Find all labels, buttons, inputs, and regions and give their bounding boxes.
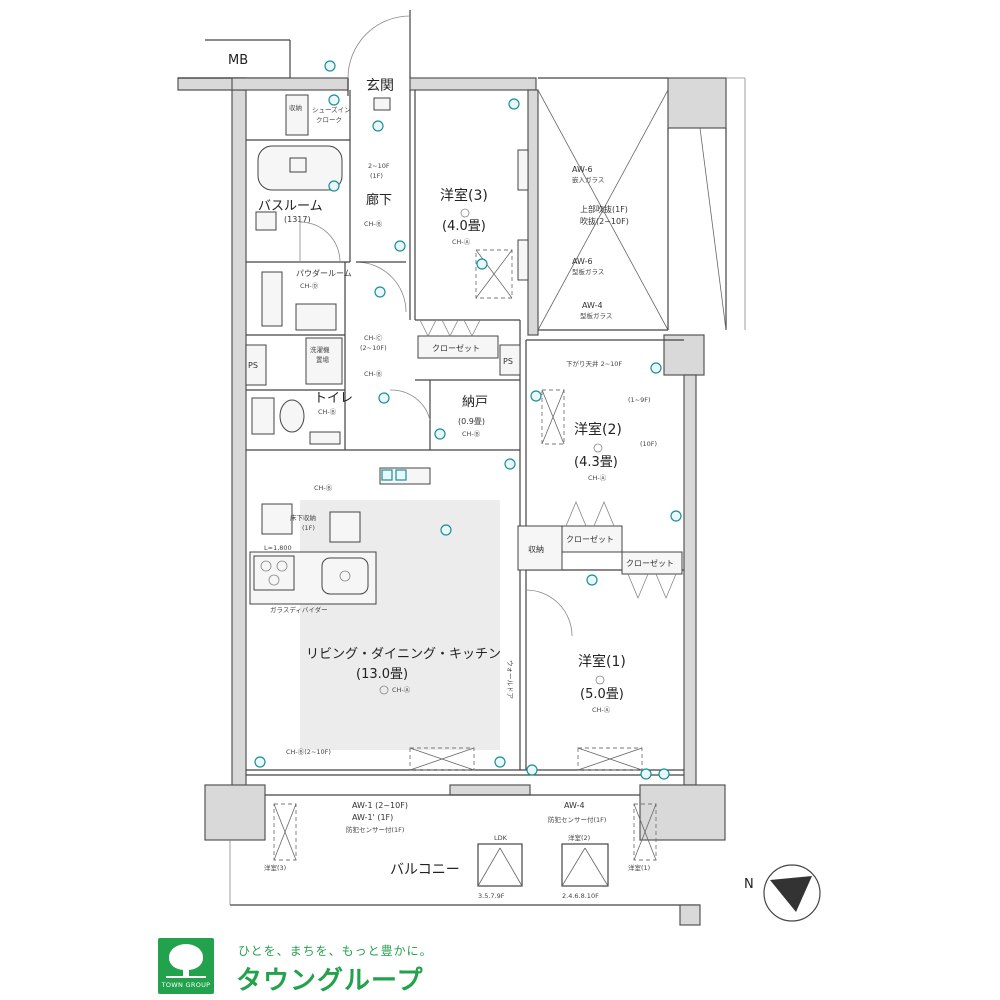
toilet: トイレ CH-Ⓑ — [251, 391, 353, 445]
kitchen-area: CH-Ⓑ 床下収納 (1F) L=1,800 ガラスディバイダー リビング・ダイ… — [249, 467, 501, 771]
level-note-3: (1~9F) — [628, 396, 651, 404]
powder-label: パウダールーム — [296, 268, 352, 278]
room3-size: (4.0畳) — [442, 219, 486, 234]
pantry-label: 納戸 — [462, 395, 488, 410]
storage-small-label: 収納 — [289, 103, 302, 112]
interior-walls — [245, 90, 684, 776]
ceiling-note: 下がり天井 2~10F — [566, 359, 622, 368]
ps-left-label: PS — [248, 361, 258, 370]
logo-tagline: ひとを、まちを、もっと豊かに。 — [238, 944, 433, 958]
ldk-size: (13.0畳) — [356, 667, 408, 682]
room1-ch: CH-Ⓐ — [592, 706, 611, 714]
shoe-closet-label-2: クローク — [316, 116, 342, 124]
aw6-bottom-label: AW-6 — [572, 257, 593, 266]
floor-note-b: 2.4.6.8.10F — [562, 892, 599, 900]
room2-size: (4.3畳) — [574, 455, 618, 470]
l-mark: L=1,800 — [264, 544, 292, 552]
aw6-top-label: AW-6 — [572, 165, 593, 174]
aw1-note: 防犯センサー付(1F) — [346, 825, 404, 834]
toilet-ch: CH-Ⓑ — [318, 408, 337, 416]
room-2: 下がり天井 2~10F 洋室(2) (4.3畳) CH-Ⓐ (1~9F) (10… — [528, 359, 677, 600]
logo-name: タウングループ — [236, 966, 424, 996]
bathroom-size: (1317) — [284, 215, 311, 224]
entrance-label: 玄関 — [366, 77, 394, 94]
entrance-door: 玄関 — [347, 10, 411, 96]
room-3: 洋室(3) (4.0畳) CH-Ⓐ — [440, 149, 529, 299]
aw6-bottom-note: 型板ガラス — [572, 267, 604, 276]
closet-room2-side-label: クローゼット — [626, 558, 674, 568]
ldk-ch: CH-Ⓐ — [392, 686, 411, 694]
floor-storage-label-2: (1F) — [302, 524, 315, 532]
balcony: AW-1 (2~10F) AW-1' (1F) 防犯センサー付(1F) AW-4… — [229, 794, 701, 926]
compass: N — [744, 864, 821, 922]
room2-small-label: 洋室(2) — [568, 833, 590, 842]
kitchen-ch: CH-Ⓑ — [314, 484, 333, 492]
bathroom: バスルーム (1317) — [255, 145, 343, 263]
room-1: 洋室(1) (5.0畳) CH-Ⓐ ウォールドア — [506, 589, 643, 771]
room3-label: 洋室(3) — [440, 187, 488, 204]
room2-label: 洋室(2) — [574, 421, 622, 438]
floor-note-a: 3.5.7.9F — [478, 892, 505, 900]
shoe-closet-label-1: シューズイン — [312, 105, 351, 114]
floor-storage-label-1: 床下収納 — [290, 513, 316, 522]
fixture-markers — [254, 60, 682, 780]
room1-small-label: 洋室(1) — [628, 863, 650, 872]
aw1-b-label: AW-1' (1F) — [352, 813, 393, 822]
shoe-closet: 収納 シューズイン クローク — [285, 94, 391, 136]
closet-room2-top-label: クローゼット — [566, 534, 614, 544]
hallway-label: 廊下 — [366, 192, 392, 208]
toilet-label: トイレ — [314, 391, 353, 406]
town-group-logo: TOWN GROUP ひとを、まちを、もっと豊かに。 タウングループ — [158, 938, 458, 998]
wall-door-note: ウォールドア — [506, 660, 514, 700]
washer-label-1: 洗濯機 — [310, 345, 330, 354]
hallway-ch-2: CH-Ⓑ — [364, 370, 383, 378]
room3-ch: CH-Ⓐ — [452, 238, 471, 246]
aw1-a-label: AW-1 (2~10F) — [352, 801, 408, 810]
ldk-small-label: LDK — [494, 834, 508, 842]
aw6-top-note: 嵌入ガラス — [572, 175, 604, 184]
balcony-label: バルコニー — [390, 862, 460, 878]
room2-ch: CH-Ⓐ — [588, 474, 607, 482]
glass-divider-label: ガラスディバイダー — [270, 605, 328, 614]
room1-label: 洋室(1) — [578, 653, 626, 670]
level-note-1: 2~10F — [368, 162, 390, 170]
level-note-2: (1F) — [370, 172, 383, 180]
aw4-bottom-note: 防犯センサー付(1F) — [548, 815, 606, 824]
room1-size: (5.0畳) — [580, 687, 624, 702]
void-label-1: 上部吹抜(1F) — [580, 204, 628, 214]
pantry-size: (0.9畳) — [458, 417, 485, 426]
washer-label-2: 置場 — [316, 355, 330, 364]
tree-logo-icon: TOWN GROUP — [158, 938, 214, 994]
ldk-ch-low: CH-Ⓑ(2~10F) — [286, 748, 331, 756]
hallway: 廊下 CH-Ⓑ 2~10F (1F) CH-Ⓒ (2~10F) CH-Ⓑ — [355, 162, 407, 378]
level-note-4: (10F) — [640, 440, 657, 448]
bathroom-label: バスルーム — [258, 199, 323, 214]
aw4-bottom-label: AW-4 — [564, 801, 585, 810]
void-area: AW-6 嵌入ガラス 上部吹抜(1F) 吹抜(2~10F) AW-6 型板ガラス… — [537, 77, 746, 331]
closet-room3-label: クローゼット — [432, 343, 480, 353]
ch-2-10-a: CH-Ⓒ — [364, 334, 383, 342]
compass-n-label: N — [744, 877, 754, 892]
room3-small-label: 洋室(3) — [264, 863, 286, 872]
powder-ch: CH-Ⓓ — [300, 282, 319, 290]
room3-closet: クローゼット — [417, 319, 499, 359]
aw4-right-label: AW-4 — [582, 301, 603, 310]
pantry: 納戸 (0.9畳) CH-Ⓑ — [389, 389, 488, 438]
pantry-ch: CH-Ⓑ — [462, 430, 481, 438]
void-label-2: 吹抜(2~10F) — [580, 216, 629, 226]
mb-label: MB — [228, 53, 248, 68]
ps-right-label: PS — [503, 357, 513, 366]
ldk-label: リビング・ダイニング・キッチン — [306, 647, 501, 662]
aw4-right-note: 型板ガラス — [580, 311, 612, 320]
logo-mark-text: TOWN GROUP — [161, 981, 211, 989]
powder-room: パウダールーム CH-Ⓓ 洗濯機 置場 — [261, 268, 352, 385]
hallway-ch: CH-Ⓑ — [364, 220, 383, 228]
storage-mid-label: 収納 — [528, 544, 544, 554]
ch-2-10-b: (2~10F) — [360, 344, 387, 352]
